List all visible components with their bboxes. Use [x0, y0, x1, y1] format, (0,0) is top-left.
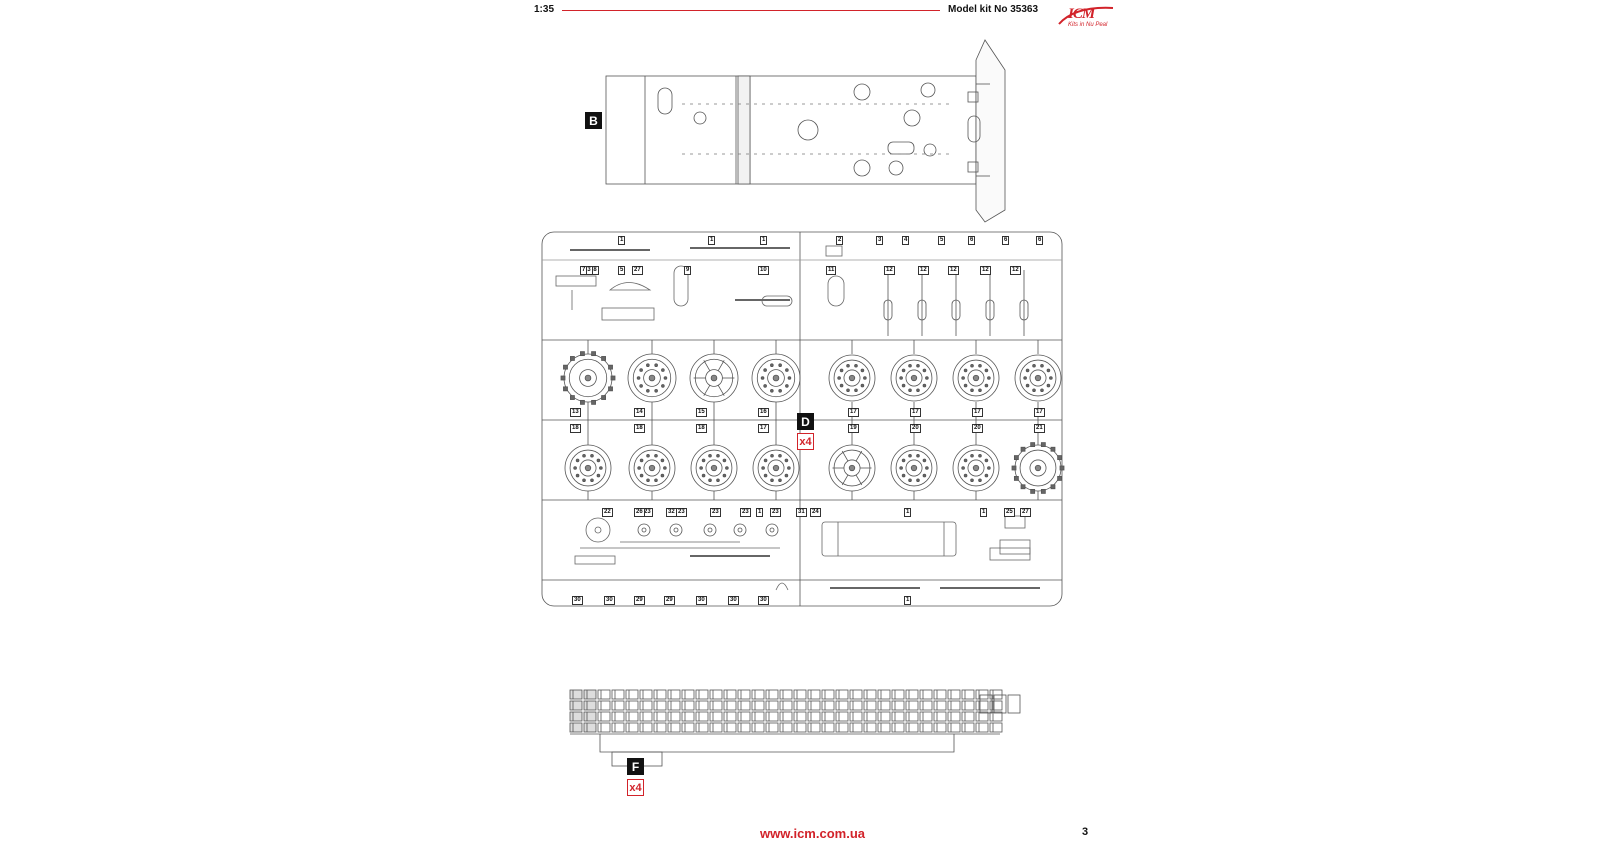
header-rule	[562, 10, 940, 11]
part-number-label: 5	[618, 266, 626, 275]
sprue-f-tag: F	[627, 758, 644, 775]
part-number-label: 4	[902, 236, 910, 245]
part-number-label: 13	[570, 408, 581, 417]
sprue-d-tag: D	[797, 413, 814, 430]
wheel	[752, 444, 800, 492]
sprue-d-quantity: x4	[797, 433, 814, 450]
part-number-label: 27	[1020, 508, 1031, 517]
part-number-label: 30	[728, 596, 739, 605]
part-number-label: 1	[760, 236, 768, 245]
wheel	[828, 444, 876, 492]
part-number-label: 30	[604, 596, 615, 605]
track-links	[569, 689, 1021, 735]
scale-label: 1:35	[534, 4, 555, 15]
kit-title: Model kit No 35363	[948, 4, 1039, 15]
sprue-d-small-parts	[555, 245, 1040, 591]
part-number-label: 12	[918, 266, 929, 275]
part-number-label: 6	[968, 236, 976, 245]
part-number-label: 23	[710, 508, 721, 517]
part-number-label: 23	[676, 508, 687, 517]
part-b-hull	[605, 39, 1006, 223]
part-number-label: 9	[684, 266, 692, 275]
wheel	[890, 444, 938, 492]
part-number-label: 5	[938, 236, 946, 245]
part-number-label: 1	[904, 596, 912, 605]
road-wheels	[560, 270, 1065, 537]
wheel	[628, 444, 676, 492]
part-number-label: 17	[758, 424, 769, 433]
part-number-label: 19	[848, 424, 859, 433]
part-number-label: 7	[580, 266, 588, 275]
part-number-label: 3	[876, 236, 884, 245]
part-number-label: 32	[666, 508, 677, 517]
part-number-label: 18	[634, 424, 645, 433]
part-number-label: 11	[826, 266, 837, 275]
part-number-label: 23	[740, 508, 751, 517]
part-number-label: 17	[910, 408, 921, 417]
wheel	[560, 351, 616, 405]
wheel	[564, 444, 612, 492]
part-number-label: 18	[570, 424, 581, 433]
logo-tagline: Kits in Nu Peal	[1068, 22, 1108, 28]
part-number-label: 20	[972, 424, 983, 433]
wheel	[1011, 442, 1065, 494]
part-number-label: 24	[810, 508, 821, 517]
wheel	[952, 354, 1000, 402]
logo-wordmark: ICM	[1068, 6, 1095, 22]
part-number-label: 12	[1010, 266, 1021, 275]
sprue-f-quantity: x4	[627, 779, 644, 796]
part-number-label: 10	[758, 266, 769, 275]
part-number-label: 29	[634, 596, 645, 605]
part-number-label: 29	[664, 596, 675, 605]
part-number-label: 30	[572, 596, 583, 605]
part-number-label: 1	[756, 508, 764, 517]
wheel	[690, 444, 738, 492]
part-number-label: 1	[904, 508, 912, 517]
sprue-b-tag: B	[585, 112, 602, 129]
wheel	[952, 444, 1000, 492]
part-number-label: 20	[910, 424, 921, 433]
part-number-label: 2	[836, 236, 844, 245]
part-number-label: 31	[796, 508, 807, 517]
part-number-label: 16	[758, 408, 769, 417]
part-number-label: 12	[948, 266, 959, 275]
part-number-label: 1	[980, 508, 988, 517]
part-number-label: 12	[980, 266, 991, 275]
part-number-label: 17	[972, 408, 983, 417]
website-url[interactable]: www.icm.com.ua	[760, 826, 865, 841]
page-number: 3	[1082, 826, 1089, 838]
part-number-label: 21	[1034, 424, 1045, 433]
part-number-label: 17	[1034, 408, 1045, 417]
part-number-label: 15	[696, 408, 707, 417]
part-number-label: 23	[770, 508, 781, 517]
part-number-label: 26	[634, 508, 645, 517]
wheel	[627, 353, 677, 403]
part-number-label: 6	[1036, 236, 1044, 245]
part-number-label: 17	[848, 408, 859, 417]
sprue-f-frame	[599, 734, 955, 767]
part-number-label: 14	[634, 408, 645, 417]
part-number-label: 1	[618, 236, 626, 245]
part-number-label: 22	[602, 508, 613, 517]
part-number-label: 1	[708, 236, 716, 245]
wheel	[1014, 354, 1062, 402]
wheel	[751, 353, 801, 403]
part-number-label: 18	[696, 424, 707, 433]
part-number-label: 6	[1002, 236, 1010, 245]
wheel	[828, 354, 876, 402]
wheel	[890, 354, 938, 402]
part-number-label: 25	[1004, 508, 1015, 517]
part-number-label: 12	[884, 266, 895, 275]
part-number-label: 30	[758, 596, 769, 605]
logo-swoosh-icon	[1058, 6, 1114, 25]
part-number-label: 27	[632, 266, 643, 275]
wheel	[689, 353, 739, 403]
part-number-label: 30	[696, 596, 707, 605]
